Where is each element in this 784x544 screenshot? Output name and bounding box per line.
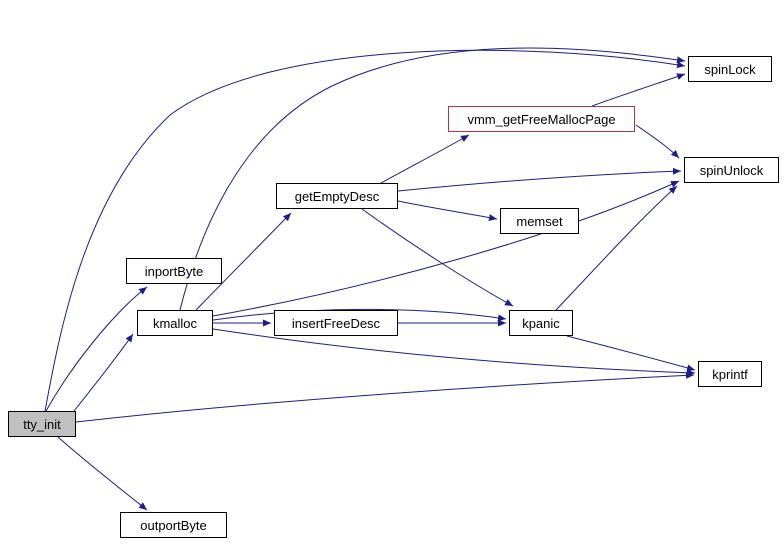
node-label-tty_init: tty_init xyxy=(23,416,61,432)
edge-kmalloc-to-spinUnlock xyxy=(212,180,680,317)
node-label-getEmptyDesc: getEmptyDesc xyxy=(294,188,380,204)
node-label-inportByte: inportByte xyxy=(144,263,204,279)
edge-kmalloc-to-kprintf xyxy=(212,328,696,377)
edge-vmm_getFreeMallocPage-to-spinUnlock xyxy=(635,124,680,159)
node-label-outportByte: outportByte xyxy=(140,517,207,533)
edge-vmm_getFreeMallocPage-to-spinLock xyxy=(591,73,686,107)
node-kpanic[interactable]: kpanic xyxy=(509,310,573,336)
edge-getEmptyDesc-to-kpanic xyxy=(361,208,514,307)
edge-kpanic-to-kprintf xyxy=(566,335,696,372)
edge-kpanic-to-spinUnlock xyxy=(555,185,678,311)
edge-tty_init-to-inportByte xyxy=(45,286,148,412)
node-outportByte[interactable]: outportByte xyxy=(120,512,227,538)
edge-tty_init-to-spinLock xyxy=(44,49,686,412)
node-label-spinUnlock: spinUnlock xyxy=(699,162,764,178)
node-inportByte[interactable]: inportByte xyxy=(126,258,222,284)
node-kprintf[interactable]: kprintf xyxy=(698,361,762,387)
node-label-vmm_getFreeMallocPage: vmm_getFreeMallocPage xyxy=(467,111,616,127)
node-spinUnlock[interactable]: spinUnlock xyxy=(684,157,779,183)
node-label-kpanic: kpanic xyxy=(522,315,560,331)
node-getEmptyDesc[interactable]: getEmptyDesc xyxy=(276,183,398,209)
edge-getEmptyDesc-to-vmm_getFreeMallocPage xyxy=(380,134,470,184)
edge-tty_init-to-outportByte xyxy=(57,436,148,511)
node-insertFreeDesc[interactable]: insertFreeDesc xyxy=(274,310,398,336)
edge-tty_init-to-kprintf xyxy=(75,371,695,423)
node-kmalloc[interactable]: kmalloc xyxy=(137,310,213,336)
node-label-kprintf: kprintf xyxy=(712,366,748,382)
node-tty_init: tty_init xyxy=(8,411,76,437)
node-label-kmalloc: kmalloc xyxy=(152,315,198,331)
edge-getEmptyDesc-to-spinUnlock xyxy=(397,167,682,192)
node-label-spinLock: spinLock xyxy=(704,61,756,77)
edge-kmalloc-to-kpanic xyxy=(212,308,507,322)
node-label-insertFreeDesc: insertFreeDesc xyxy=(291,315,381,331)
edge-kmalloc-to-getEmptyDesc xyxy=(195,212,292,311)
node-label-memset: memset xyxy=(516,213,563,229)
node-spinLock[interactable]: spinLock xyxy=(688,56,772,82)
node-memset[interactable]: memset xyxy=(500,208,579,234)
edge-getEmptyDesc-to-memset xyxy=(397,200,498,221)
edge-tty_init-to-kmalloc xyxy=(73,333,134,412)
edge-kmalloc-to-spinLock xyxy=(179,47,686,311)
node-vmm_getFreeMallocPage[interactable]: vmm_getFreeMallocPage xyxy=(448,106,635,132)
